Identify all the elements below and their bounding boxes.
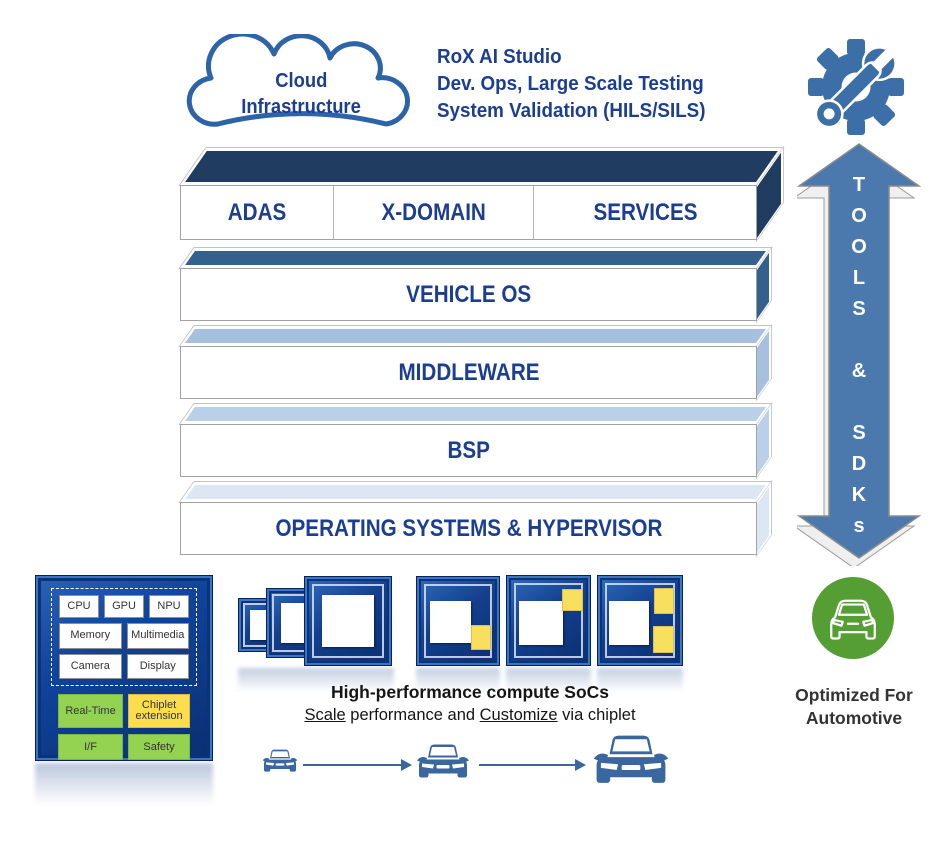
chiplet-yellow — [471, 624, 491, 651]
soc-block-diagram: CPU GPU NPU Memory Multimedia Camera Dis… — [35, 575, 213, 761]
stack-layer-applications: ADAS X-DOMAIN SERVICES — [178, 146, 784, 242]
soc-caption-subtitle: Scale performance and Customize via chip… — [250, 706, 690, 725]
layer-front-face: OPERATING SYSTEMS & HYPERVISOR — [180, 502, 757, 555]
layer-top-surface — [178, 147, 784, 186]
car-icon-large — [588, 732, 674, 788]
layer-top-surface — [178, 325, 773, 347]
segment-adas: ADAS — [181, 186, 334, 239]
automotive-label-line1: Optimized For — [795, 685, 913, 705]
automotive-label-line2: Automotive — [805, 708, 903, 728]
chiplet-yellow — [654, 588, 674, 615]
layer-front-face: ADAS X-DOMAIN SERVICES — [180, 185, 757, 240]
studio-caption-line1: RoX AI Studio — [437, 46, 562, 68]
segment-adas-label: ADAS — [227, 198, 287, 226]
chip-large — [304, 576, 392, 666]
block-interface: I/F — [58, 734, 124, 760]
layer-top-surface — [178, 481, 773, 503]
block-multimedia: Multimedia — [126, 623, 189, 649]
block-row: Memory Multimedia — [59, 623, 189, 649]
progression-arrow-2 — [479, 759, 586, 771]
segment-x-domain: X-DOMAIN — [334, 186, 535, 239]
chip-die — [519, 600, 563, 646]
cloud-label: Cloud Infrastructure — [178, 34, 424, 140]
subtitle-mid: performance and — [345, 706, 480, 724]
layer-front-face: VEHICLE OS — [180, 268, 757, 321]
segment-services-label: SERVICES — [592, 198, 698, 226]
soc-block-diagram-reflection — [35, 763, 213, 805]
car-icon-medium — [413, 742, 473, 781]
block-row: Camera Display — [59, 653, 189, 679]
layer-front-face: MIDDLEWARE — [180, 346, 757, 399]
automotive-badge — [812, 577, 894, 659]
chip-reflection — [416, 668, 500, 692]
cloud-infrastructure: Cloud Infrastructure — [178, 34, 424, 140]
layer-top-surface — [178, 247, 773, 269]
soc-extension-blocks: Real-Time Chiplet extension I/F Safety — [58, 694, 190, 760]
block-npu: NPU — [149, 595, 189, 619]
double-arrow-icon — [797, 143, 921, 566]
tools-sdks-label: TOOLS & SDKs — [848, 174, 870, 546]
subtitle-end: via chiplet — [557, 706, 636, 724]
chip-reflection — [506, 668, 591, 692]
subtitle-customize: Customize — [479, 706, 558, 724]
block-safety: Safety — [128, 734, 190, 760]
chip-die — [322, 594, 374, 648]
chip-reflection — [597, 668, 683, 692]
soc-core-dashed-group: CPU GPU NPU Memory Multimedia Camera Dis… — [51, 588, 197, 686]
stack-layer-os-hypervisor: OPERATING SYSTEMS & HYPERVISOR — [178, 480, 773, 557]
middleware-label: MIDDLEWARE — [397, 358, 540, 386]
block-chiplet-extension: Chiplet extension — [128, 694, 190, 728]
studio-caption-line2: Dev. Ops, Large Scale Testing — [437, 73, 704, 95]
chip-cascade-reflection — [238, 668, 394, 692]
cloud-icon — [186, 34, 410, 127]
os-hypervisor-label: OPERATING SYSTEMS & HYPERVISOR — [275, 514, 662, 542]
stack-layer-bsp: BSP — [178, 402, 773, 479]
block-memory: Memory — [59, 623, 122, 649]
soc-caption: High-performance compute SoCs Scale perf… — [250, 682, 690, 725]
vehicle-os-label: VEHICLE OS — [405, 280, 531, 308]
block-display: Display — [126, 653, 189, 679]
block-real-time: Real-Time — [58, 694, 124, 728]
automotive-label: Optimized For Automotive — [768, 684, 940, 730]
studio-caption-line3: System Validation (HILS/SILS) — [437, 100, 706, 122]
stack-layer-middleware: MIDDLEWARE — [178, 324, 773, 401]
chiplet-yellow — [561, 589, 583, 611]
cloud-label-line2: Infrastructure — [241, 96, 361, 118]
block-row: CPU GPU NPU — [59, 595, 189, 619]
subtitle-scale: Scale — [304, 706, 346, 724]
segment-services: SERVICES — [534, 186, 756, 239]
chip-variant-3 — [597, 575, 683, 666]
stack-layer-vehicle-os: VEHICLE OS — [178, 246, 773, 323]
car-front-icon — [830, 599, 876, 640]
gear-wrench-icon — [808, 39, 904, 135]
block-camera: Camera — [59, 653, 122, 679]
layer-front-face: BSP — [180, 424, 757, 477]
progression-arrow-1 — [303, 759, 412, 771]
car-icon-small — [260, 748, 300, 774]
chip-die — [430, 600, 472, 643]
layer-top-surface — [178, 403, 773, 425]
chiplet-yellow — [653, 625, 675, 654]
soc-caption-title: High-performance compute SoCs — [330, 682, 610, 702]
tools-sdks-arrow: TOOLS & SDKs — [797, 140, 921, 566]
studio-caption: RoX AI Studio Dev. Ops, Large Scale Test… — [437, 44, 723, 125]
block-cpu: CPU — [59, 595, 99, 619]
block-gpu: GPU — [104, 595, 144, 619]
segment-x-domain-label: X-DOMAIN — [381, 198, 486, 226]
bsp-label: BSP — [447, 436, 490, 464]
chip-variant-1 — [416, 576, 500, 666]
chip-variant-2 — [506, 575, 591, 666]
cloud-label-line1: Cloud — [274, 70, 328, 92]
chip-die — [608, 600, 650, 646]
